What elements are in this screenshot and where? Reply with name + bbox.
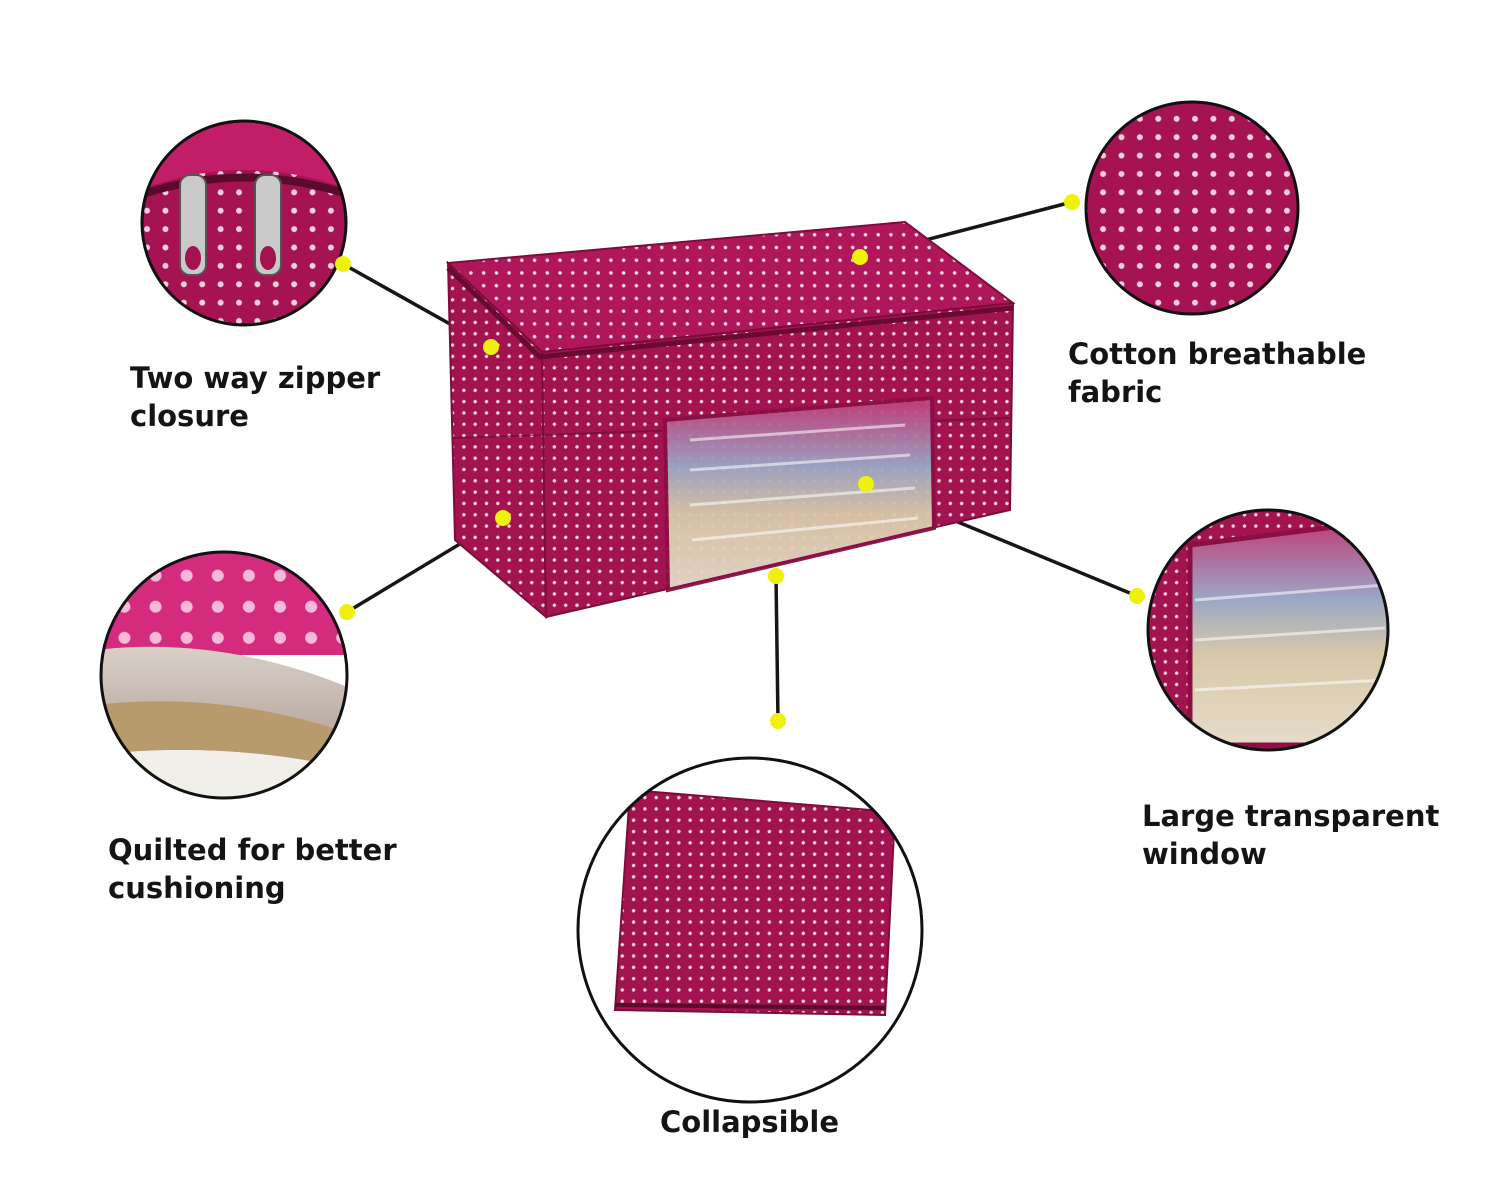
- label-zipper: Two way zipper closure: [130, 361, 381, 433]
- quilted-detail-image: [99, 550, 349, 800]
- label-window: Large transparent window: [1142, 799, 1440, 871]
- label-fabric: Cotton breathable fabric: [1068, 337, 1367, 409]
- label-collapsible: Collapsible: [660, 1105, 839, 1139]
- zipper-detail-image: [140, 119, 348, 327]
- fabric-detail-image: [1084, 100, 1300, 316]
- collapsible-detail-image: [576, 756, 924, 1104]
- storage-bag: [445, 220, 1016, 620]
- window-detail-image: [1146, 508, 1390, 752]
- callout-dots: [335, 194, 1145, 729]
- label-quilted: Quilted for better cushioning: [108, 833, 397, 905]
